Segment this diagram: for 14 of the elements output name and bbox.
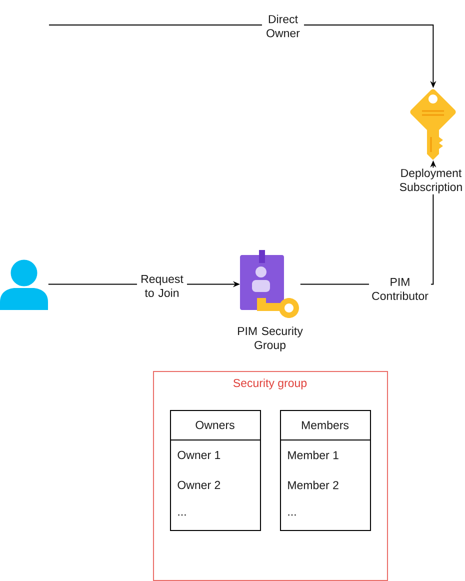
person-icon <box>0 258 48 310</box>
node-label: PIM Security Group <box>228 326 312 352</box>
list-item: Owner 1 <box>178 450 220 460</box>
node-label: Deployment Subscription <box>398 168 464 194</box>
edge-label: PIM Contributor <box>369 277 431 302</box>
list-item: Owner 2 <box>178 480 220 490</box>
key-icon <box>410 89 456 160</box>
edge-label: Direct Owner <box>262 14 304 38</box>
list-item: Member 2 <box>288 480 338 490</box>
list-item: ... <box>178 514 186 516</box>
list-item: ... <box>288 514 296 516</box>
badge-icon <box>240 250 299 318</box>
edge-label: Request to Join <box>137 274 187 298</box>
list-item: Member 1 <box>288 450 338 460</box>
